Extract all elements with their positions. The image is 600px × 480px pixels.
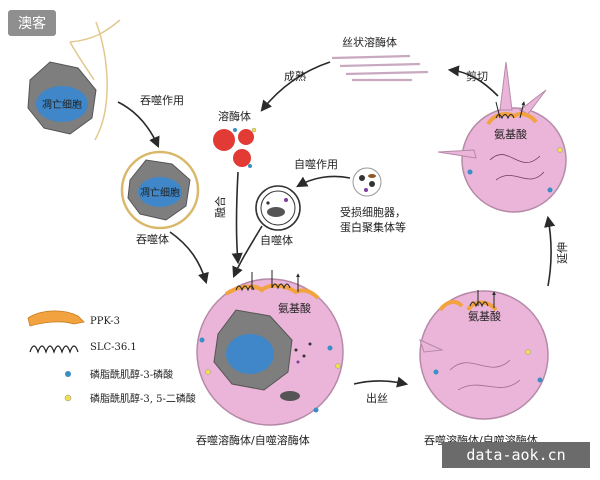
neurite-line (69, 19, 121, 141)
autophagy-arrow (296, 175, 351, 188)
legend-label-pi35p2: 磷脂酰肌醇-3, 5-二磷酸 (90, 392, 196, 405)
legend-label-pi3p: 磷脂酰肌醇-3-磷酸 (90, 368, 173, 381)
phagocytosis-arrow (117, 101, 160, 149)
amino-acid-label-2: 氨基酸 (468, 309, 501, 323)
apoptotic-cell-label-2: 凋亡细胞 (140, 186, 180, 199)
autophagy-label: 自噬作用 (294, 157, 338, 171)
elongation-label: 延伸 (556, 242, 569, 264)
maturation-arrow (260, 61, 331, 112)
phagocytosis-label: 吞噬作用 (140, 93, 184, 107)
lysosome-group (213, 127, 257, 168)
fusion-arrow-lysosome (231, 171, 243, 265)
apoptotic-cell-label-1: 凋亡细胞 (42, 98, 82, 111)
apoptotic-cell-1 (27, 61, 97, 135)
watermark-badge: 澳客 (8, 10, 56, 36)
budding-arrow (353, 376, 409, 388)
amino-acid-label-3: 氨基酸 (494, 127, 527, 141)
lysosome-vesicle (213, 129, 235, 151)
legend-dot-pi35p2 (64, 394, 72, 402)
elongation-arrow (544, 215, 556, 287)
autophagosome-label: 自噬体 (260, 233, 293, 247)
phagolysosome-main (196, 270, 344, 426)
footer-site-label: data-aok.cn (442, 442, 590, 468)
legend: PPK-3 SLC-36.1 磷脂酰肌醇-3-磷酸 磷脂酰肌醇-3, 5-二磷酸 (27, 310, 196, 405)
scission-arrow (447, 65, 499, 97)
fusion-label: 融合 (213, 196, 227, 218)
fusion-arrow-autophagosome (232, 225, 263, 279)
legend-ppk3-shape (27, 310, 85, 327)
fusion-arrow-phagosome (169, 231, 209, 285)
budding-label: 出丝 (366, 391, 388, 405)
phagosome-label: 吞噬体 (136, 232, 169, 246)
legend-label-ppk3: PPK-3 (90, 316, 120, 327)
phagosome (120, 150, 200, 230)
amino-acid-label-1: 氨基酸 (278, 301, 311, 315)
legend-label-slc: SLC-36.1 (90, 342, 137, 353)
damaged-label-2: 蛋白聚集体等 (340, 220, 406, 234)
lysosome-label: 溶酶体 (218, 109, 251, 123)
legend-slc-coil (29, 345, 79, 354)
autophagosome (255, 185, 301, 231)
tubular-lysosome (331, 54, 429, 82)
tubular-lysosome-label: 丝状溶酶体 (342, 35, 397, 49)
elongating-lysosome (437, 61, 567, 213)
budding-lysosome (419, 290, 549, 420)
damaged-label-1: 受损细胞器， (340, 205, 406, 219)
phagolysosome-label-1: 吞噬溶酶体/自噬溶酶体 (196, 433, 310, 447)
damaged-organelles (352, 167, 382, 197)
scission-label: 剪切 (466, 69, 488, 83)
lysosome-vesicle (233, 149, 251, 167)
lysosome-vesicle (238, 129, 254, 145)
legend-dot-pi3p (65, 371, 71, 377)
maturation-label: 成熟 (284, 69, 306, 83)
